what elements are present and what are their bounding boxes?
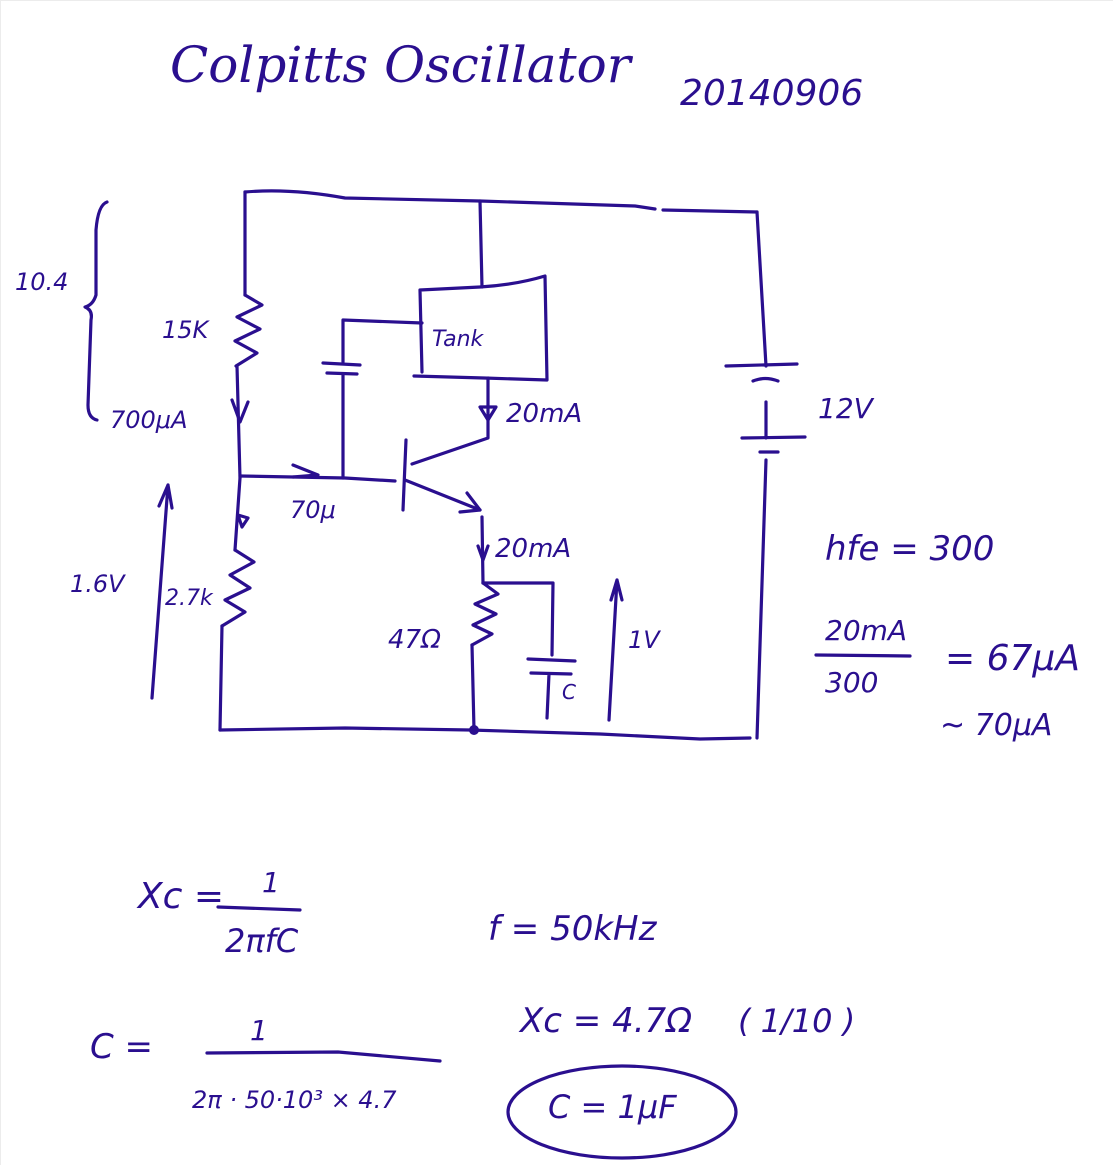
tank-label: Tank: [432, 327, 485, 352]
emitter-voltage-label: 1V: [628, 626, 661, 654]
collector-wire: [410, 376, 490, 466]
c-formula-numerator: 1: [250, 1014, 268, 1047]
resistor-2k7-label: 2.7k: [165, 586, 214, 611]
resistor-47ohm-label: 47Ω: [388, 625, 441, 655]
collector-current-label: 20mA: [506, 399, 582, 429]
frequency-text: f = 50kHz: [488, 909, 658, 949]
page-title: Colpitts Oscillator: [170, 36, 634, 94]
xc-value: Xc = 4.7Ω: [518, 1001, 692, 1041]
xc-formula-numerator: 1: [262, 866, 280, 899]
base-voltage-label: 1.6V: [70, 570, 126, 598]
emitter-current-arrow: [476, 544, 490, 562]
ib-denominator: 300: [825, 666, 878, 699]
bypass-cap-wire: [481, 581, 555, 657]
emitter-wire: [480, 515, 485, 585]
ib-numerator: 20mA: [825, 614, 907, 647]
capacitor-calc: Xc = 1 2πfC f = 50kHz C = 1 2π · 50·10³ …: [90, 866, 855, 1160]
resistor-2k7: [220, 548, 256, 628]
bypass-cap-label: C: [562, 680, 576, 704]
capacitor-result: C = 1μF: [548, 1088, 677, 1126]
right-supply-wire: [755, 210, 768, 368]
collector-current-arrow: [478, 405, 498, 422]
battery-symbol: [724, 362, 807, 454]
bypass-capacitor: [526, 657, 577, 720]
resistor-15k: [233, 293, 264, 368]
base-current-calc: hfe = 300 20mA 300 = 67μA ~ 70μA: [814, 529, 1080, 743]
xc-fraction-note: ( 1/10 ): [738, 1002, 855, 1040]
tank-supply-wire: [478, 199, 484, 289]
transistor-emitter: [403, 478, 482, 512]
xc-formula-denominator: 2πfC: [225, 922, 299, 960]
feedback-wire: [341, 318, 424, 364]
emitter-resistor-wire: [470, 643, 476, 732]
ib-fraction-bar: [814, 653, 912, 658]
annotations: 10.4 15K 700μA 70μ 1.6V 2.7k 20mA 20mA 4…: [15, 200, 875, 722]
base-current-label: 70μ: [290, 496, 336, 524]
c-formula-denominator: 2π · 50·10³ × 4.7: [192, 1086, 397, 1114]
result-circle: [506, 1064, 738, 1160]
hfe-text: hfe = 300: [825, 529, 994, 569]
ib-result: = 67μA: [945, 638, 1080, 679]
lower-current-arrow: [236, 513, 250, 529]
base-voltage-arrow: [150, 483, 174, 700]
xc-formula-lhs: Xc =: [136, 876, 224, 917]
c-fraction-bar: [205, 1050, 442, 1063]
bottom-rail-wire: [218, 726, 752, 741]
transistor-base-bar: [401, 438, 408, 512]
xc-fraction-bar: [216, 905, 302, 912]
base-wire: [238, 474, 397, 483]
voltage-bracket: [83, 200, 109, 422]
circuit: Tank C: [218, 189, 807, 741]
emitter-current-label: 20mA: [495, 534, 571, 564]
emitter-voltage-arrow: [607, 578, 624, 722]
bracket-voltage-label: 10.4: [15, 268, 68, 296]
ib-approx: ~ 70μA: [940, 708, 1052, 743]
top-rail-wire: [243, 189, 759, 214]
feedback-capacitor: [321, 361, 362, 376]
c-formula-lhs: C =: [90, 1027, 153, 1067]
divider-current-label: 700μA: [110, 406, 188, 434]
base-current-arrow: [291, 463, 320, 479]
transistor-emitter-arrow: [458, 491, 482, 514]
tank-circuit-box: [412, 274, 549, 382]
bottom-left-wire: [218, 624, 224, 732]
divider-current-arrow: [230, 398, 250, 424]
resistor-47ohm: [470, 581, 500, 647]
page-date: 20140906: [680, 73, 863, 114]
battery-label: 12V: [818, 392, 875, 425]
resistor-15k-label: 15K: [162, 316, 211, 344]
battery-lower-wire: [755, 458, 768, 740]
